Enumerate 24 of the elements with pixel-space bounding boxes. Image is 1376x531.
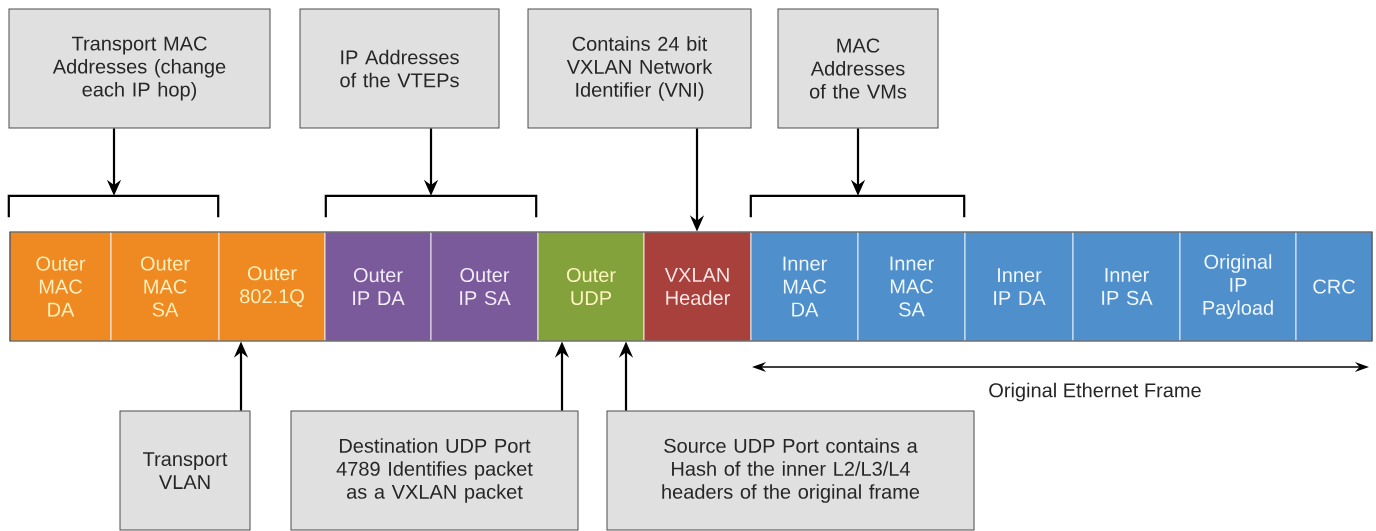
callout-box: MAC Addresses of the VMs [777,8,939,129]
packet-field: Inner MAC DA [750,231,859,342]
bracket [324,194,538,218]
packet-field: Outer 802.1Q [218,231,326,342]
packet-field: Outer UDP [537,231,645,342]
packet-field: Outer MAC SA [110,231,220,342]
packet-field: VXLAN Header [643,231,752,342]
callout-box: Source UDP Port contains a Hash of the inner L2/L3/L4 headers of the original frame [606,410,975,531]
packet-field: Inner IP SA [1072,231,1181,342]
span-label: Original Ethernet Frame [989,382,1201,402]
callout-box: Contains 24 bit VXLAN Network Identifier (VNI) [527,8,752,129]
packet-field: CRC [1295,231,1373,342]
callout-box: IP Addresses of the VTEPs [299,8,500,129]
packet-field: Outer IP DA [324,231,432,342]
packet-field: Outer IP SA [430,231,539,342]
callout-box: Destination UDP Port 4789 Identifies packet as a VXLAN packet [290,410,579,531]
bracket [749,194,966,218]
callout-box: Transport MAC Addresses (change each IP hop) [8,8,271,129]
bracket [7,194,220,218]
packet-field: Outer MAC DA [9,231,112,342]
packet-field: Inner MAC SA [857,231,966,342]
packet-field: Inner IP DA [964,231,1074,342]
callout-box: Transport VLAN [119,410,251,531]
packet-field: Original IP Payload [1179,231,1297,342]
